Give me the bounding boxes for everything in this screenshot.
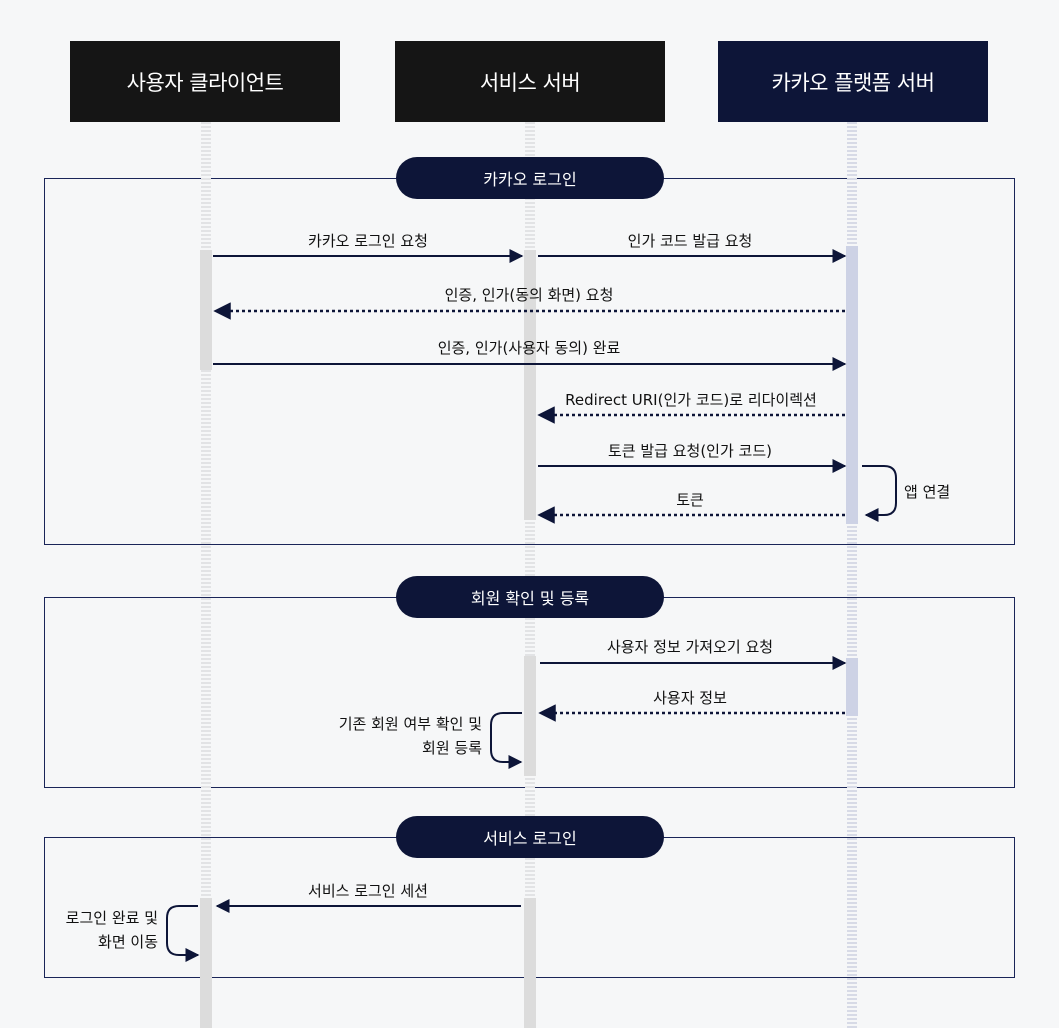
actor-client: 사용자 클라이언트 — [70, 41, 340, 122]
activation-kakao-2 — [846, 658, 858, 716]
note-member-check-line1: 기존 회원 여부 확인 및 — [338, 715, 482, 733]
note-login-done-line2: 화면 이동 — [98, 933, 158, 951]
note-login-done-line1: 로그인 완료 및 — [65, 909, 158, 927]
message-label-m2: 인가 코드 발급 요청 — [627, 232, 753, 250]
message-label-m5: Redirect URI(인가 코드)로 리다이렉션 — [565, 391, 817, 409]
lifeline-client — [201, 122, 211, 1028]
activation-service-3 — [524, 898, 536, 1028]
activation-kakao-1 — [846, 246, 858, 524]
note-member-check: 기존 회원 여부 확인 및 회원 등록 — [290, 712, 482, 760]
message-label-m4: 인증, 인가(사용자 동의) 완료 — [437, 339, 621, 357]
activation-client-2 — [200, 898, 212, 1028]
activation-service-1 — [524, 250, 536, 520]
note-app-link: 앱 연결 — [904, 483, 951, 501]
message-label-m8: 사용자 정보 가져오기 요청 — [606, 638, 774, 656]
section-title-service-login: 서비스 로그인 — [396, 816, 664, 858]
message-label-m6: 토큰 발급 요청(인가 코드) — [607, 442, 773, 460]
activation-client-1 — [200, 250, 212, 370]
activation-service-2 — [524, 656, 536, 776]
actor-kakao: 카카오 플랫폼 서버 — [718, 41, 988, 122]
message-label-m10: 서비스 로그인 세션 — [308, 882, 428, 900]
arrow-login-done — [166, 905, 200, 962]
message-label-m3: 인증, 인가(동의 화면) 요청 — [444, 286, 614, 304]
message-label-m7: 토큰 — [676, 491, 704, 509]
lifeline-service — [525, 122, 535, 1028]
message-label-m9: 사용자 정보 — [653, 689, 727, 707]
message-label-m1: 카카오 로그인 요청 — [308, 232, 428, 250]
lifeline-kakao — [847, 122, 857, 1028]
actor-service: 서비스 서버 — [395, 41, 665, 122]
arrow-app-link — [862, 465, 897, 522]
note-login-done: 로그인 완료 및 화면 이동 — [36, 906, 158, 954]
note-member-check-line2: 회원 등록 — [422, 739, 482, 757]
arrow-member-check — [490, 712, 523, 769]
section-title-kakao-login: 카카오 로그인 — [396, 157, 664, 199]
section-title-member: 회원 확인 및 등록 — [396, 576, 664, 618]
